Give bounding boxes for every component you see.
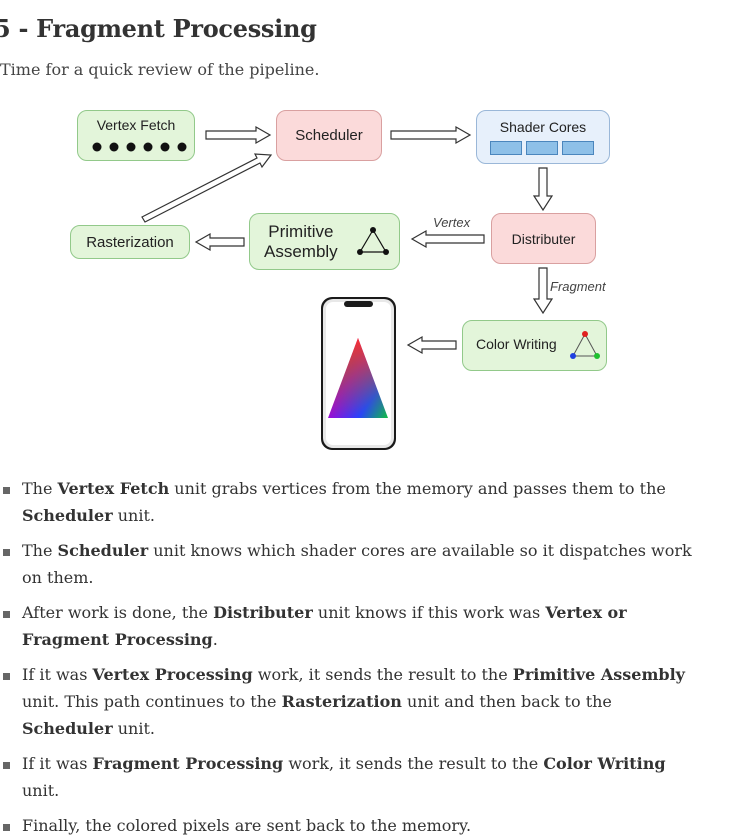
color-writing-label: Color Writing [476,336,557,352]
scheduler-label: Scheduler [295,127,363,144]
bullet-bold-term: Rasterization [281,692,402,711]
vertex-fetch-label: Vertex Fetch [96,117,176,133]
section-heading: 5 - Fragment Processing [0,14,317,43]
arrow-assembly-to-raster [194,232,245,252]
primitive-assembly-label: Primitive Assembly [264,222,338,262]
bullet-text: unit. [22,781,60,800]
bullet-text: After work is done, the [22,603,214,622]
bullet-bold-term: Fragment Processing [92,754,284,773]
bullet-text: unit. [112,719,155,738]
phone-screen-image [321,297,396,450]
arrow-scheduler-to-cores [390,125,472,145]
distributer-box: Distributer [491,213,596,264]
shader-core-slot [490,141,522,155]
intro-text: Time for a quick review of the pipeline. [0,60,320,79]
arrow-cores-to-distributer [532,167,554,212]
bullet-text: unit grabs vertices from the memory and … [169,479,666,498]
colored-triangle-icon [570,331,600,359]
bullet-item: Finally, the colored pixels are sent bac… [0,812,700,839]
bullet-bold-term: Scheduler [22,506,113,525]
bullet-text: unit. This path continues to the [22,692,282,711]
bullet-text: unit knows if this work was [312,603,546,622]
arrow-colorwriting-to-screen [406,335,457,355]
bullet-text: unit. [112,506,155,525]
bullet-text: If it was [22,754,93,773]
primitive-assembly-box: Primitive Assembly [249,213,400,270]
bullet-bold-term: Distributer [213,603,313,622]
bullet-bold-term: Vertex Processing [92,665,253,684]
bullet-item: The Scheduler unit knows which shader co… [0,537,700,591]
shader-cores-box: Shader Cores [476,110,610,164]
arrow-raster-to-scheduler [141,153,273,223]
primitive-assembly-line2: Assembly [264,242,338,261]
bullet-text: The [22,541,58,560]
bullet-bold-term: Vertex Fetch [57,479,170,498]
bullet-text: . [212,630,218,649]
rasterization-box: Rasterization [70,225,190,259]
bullet-text: If it was [22,665,93,684]
bullet-text: Finally, the colored pixels are sent bac… [22,816,472,835]
vertex-dots-icon [92,142,187,152]
bullet-text: work, it sends the result to the [283,754,544,773]
bullet-item: If it was Fragment Processing work, it s… [0,750,700,804]
bullet-item: If it was Vertex Processing work, it sen… [0,661,700,742]
bullet-text: work, it sends the result to the [252,665,513,684]
bullet-bold-term: Primitive Assembly [512,665,685,684]
bullet-bold-term: Scheduler [57,541,149,560]
bullet-item: The Vertex Fetch unit grabs vertices fro… [0,475,700,529]
shader-core-slot [562,141,594,155]
vertex-arrow-label: Vertex [433,215,471,230]
shader-core-slot [526,141,558,155]
arrow-distributer-to-assembly [410,229,485,249]
bullet-bold-term: Color Writing [543,754,666,773]
fragment-arrow-label: Fragment [550,279,606,294]
diagram-arrows [141,125,554,450]
vertex-fetch-box: Vertex Fetch [77,110,195,161]
shader-core-slots [488,141,596,155]
bullet-text: unit and then back to the [401,692,612,711]
triangle-vertices-icon [357,227,389,255]
rasterization-label: Rasterization [86,233,174,251]
primitive-assembly-line1: Primitive [268,222,334,241]
bullet-bold-term: Scheduler [22,719,113,738]
shader-cores-label: Shader Cores [499,119,587,135]
bullet-text: The [22,479,58,498]
bullet-item: After work is done, the Distributer unit… [0,599,700,653]
bullet-bold-term: Vertex or Fragment Processing [22,603,627,649]
bullet-list: The Vertex Fetch unit grabs vertices fro… [0,475,700,839]
distributer-label: Distributer [511,230,576,247]
pipeline-diagram: Vertex Fragment Vertex Fetch Scheduler S… [0,95,730,460]
color-writing-box: Color Writing [462,320,607,371]
arrow-fetch-to-scheduler [205,125,272,145]
bullet-text: unit knows which shader cores are availa… [22,541,692,587]
arrow-distributer-to-colorwriting [532,267,554,315]
scheduler-box: Scheduler [276,110,382,161]
